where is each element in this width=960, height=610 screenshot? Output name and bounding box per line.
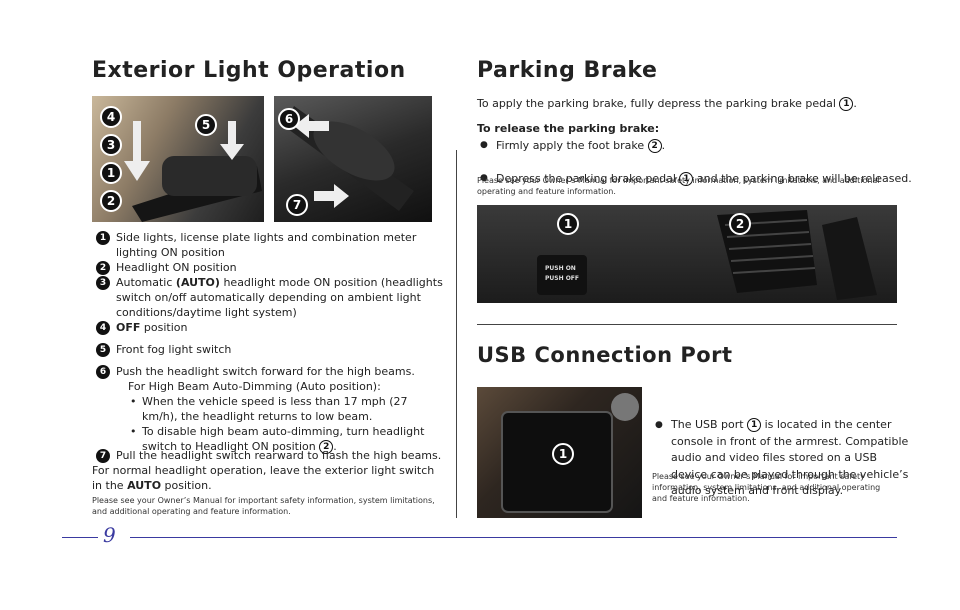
photo-callout-2: 2: [100, 190, 122, 212]
normal-auto: AUTO: [127, 479, 162, 492]
parking-callout-1: 1: [557, 213, 579, 235]
usb-text-pre: The USB port: [671, 418, 744, 431]
exterior-disclaimer: Please see your Owner’s Manual for impor…: [92, 496, 435, 516]
release-step-1: Firmly apply the foot brake 2.: [478, 138, 896, 153]
release-step-2-pre: Depress the parking brake pedal: [496, 172, 676, 185]
ref-1: 1: [839, 97, 854, 111]
parking-intro: To apply the parking brake, fully depres…: [477, 97, 857, 111]
usb-disclaimer: Please see your Owner’s Manual for impor…: [652, 472, 881, 503]
push-off-label: PUSH OFF: [545, 275, 579, 282]
item-6: 6 Push the headlight switch forward for …: [96, 364, 446, 454]
pedals-illustration: [537, 210, 877, 300]
photo-callout-4: 4: [100, 106, 122, 128]
usb-description: The USB port 1 is located in the center …: [653, 417, 911, 500]
auto-label: (AUTO): [175, 276, 220, 289]
high-beam-photo: 6 7: [274, 96, 432, 222]
normal-pre: For normal headlight operation, leave th…: [92, 464, 435, 492]
column-divider: [456, 150, 457, 518]
release-step-2-post: and the parking brake will be released.: [696, 172, 912, 185]
parking-callout-2: 2: [729, 213, 751, 235]
ref-1b: 1: [679, 172, 694, 186]
item-6-text: Push the headlight switch forward for th…: [116, 365, 415, 378]
item-3-pre: Automatic: [116, 276, 176, 289]
item-2: 2 Headlight ON position: [96, 260, 446, 275]
marker-3: 3: [96, 276, 110, 290]
parking-disclaimer: Please see your Owner’s Manual for impor…: [477, 176, 880, 196]
parking-brake-photo: PUSH ON PUSH OFF 1 2: [477, 205, 897, 303]
footer-rule-right: [130, 537, 897, 538]
item-2-text: Headlight ON position: [116, 261, 237, 274]
marker-5: 5: [96, 343, 110, 357]
marker-4: 4: [96, 321, 110, 335]
usb-ref-1: 1: [747, 418, 762, 432]
item-4-post: position: [140, 321, 188, 334]
normal-operation-note: For normal headlight operation, leave th…: [92, 463, 442, 493]
photo-callout-6: 6: [278, 108, 300, 130]
item-6-bullet-1: When the vehicle speed is less than 17 m…: [128, 394, 446, 424]
normal-post: position.: [161, 479, 212, 492]
item-6-sub: For High Beam Auto-Dimming (Auto positio…: [128, 380, 381, 393]
usb-callout-1: 1: [552, 443, 574, 465]
item-1: 1 Side lights, license plate lights and …: [96, 230, 446, 260]
exterior-light-title: Exterior Light Operation: [92, 58, 406, 83]
parking-brake-title: Parking Brake: [477, 58, 658, 83]
usb-port-photo: 1: [477, 387, 642, 518]
off-label: OFF: [116, 321, 141, 334]
high-beam-illustration: [284, 106, 414, 211]
marker-7: 7: [96, 449, 110, 463]
item-6-bullet-2: To disable high beam auto-dimming, turn …: [128, 424, 446, 454]
section-divider: [477, 324, 897, 325]
item-4-text: OFF position: [116, 320, 446, 335]
item-5: 5 Front fog light switch: [96, 342, 446, 357]
marker-6: 6: [96, 365, 110, 379]
photo-callout-3: 3: [100, 134, 122, 156]
usb-port-title: USB Connection Port: [477, 343, 733, 367]
item-5-text: Front fog light switch: [116, 343, 232, 356]
photo-callout-5: 5: [195, 114, 217, 136]
headlight-switch-photo: 4 3 1 2 5: [92, 96, 264, 222]
marker-1: 1: [96, 231, 110, 245]
marker-2: 2: [96, 261, 110, 275]
footer-rule-left: [62, 537, 98, 538]
item-4: 4 OFF position: [96, 320, 446, 335]
item-6-bullet-2-text: To disable high beam auto-dimming, turn …: [142, 425, 425, 453]
item-3-text: Automatic (AUTO) headlight mode ON posit…: [116, 275, 446, 320]
item-7: 7 Pull the headlight switch rearward to …: [96, 448, 446, 463]
ref-2b: 2: [647, 139, 662, 153]
stalk-illustration: [124, 121, 262, 222]
release-step-2: Depress the parking brake pedal 1 and th…: [478, 171, 916, 186]
item-1-text: Side lights, license plate lights and co…: [116, 231, 417, 259]
push-on-label: PUSH ON: [545, 265, 576, 272]
usb-text-post: is located in the center console in fron…: [671, 418, 909, 497]
item-7-text: Pull the headlight switch rearward to fl…: [116, 449, 442, 462]
photo-callout-1: 1: [100, 162, 122, 184]
item-3: 3 Automatic (AUTO) headlight mode ON pos…: [96, 275, 446, 320]
release-step-1-text: Firmly apply the foot brake: [496, 139, 645, 152]
photo-callout-7: 7: [286, 194, 308, 216]
release-label: To release the parking brake:: [477, 122, 660, 135]
item-3-post: headlight mode ON position (headlights s…: [116, 276, 443, 319]
page-number: 9: [103, 523, 116, 547]
parking-intro-text: To apply the parking brake, fully depres…: [477, 97, 836, 110]
